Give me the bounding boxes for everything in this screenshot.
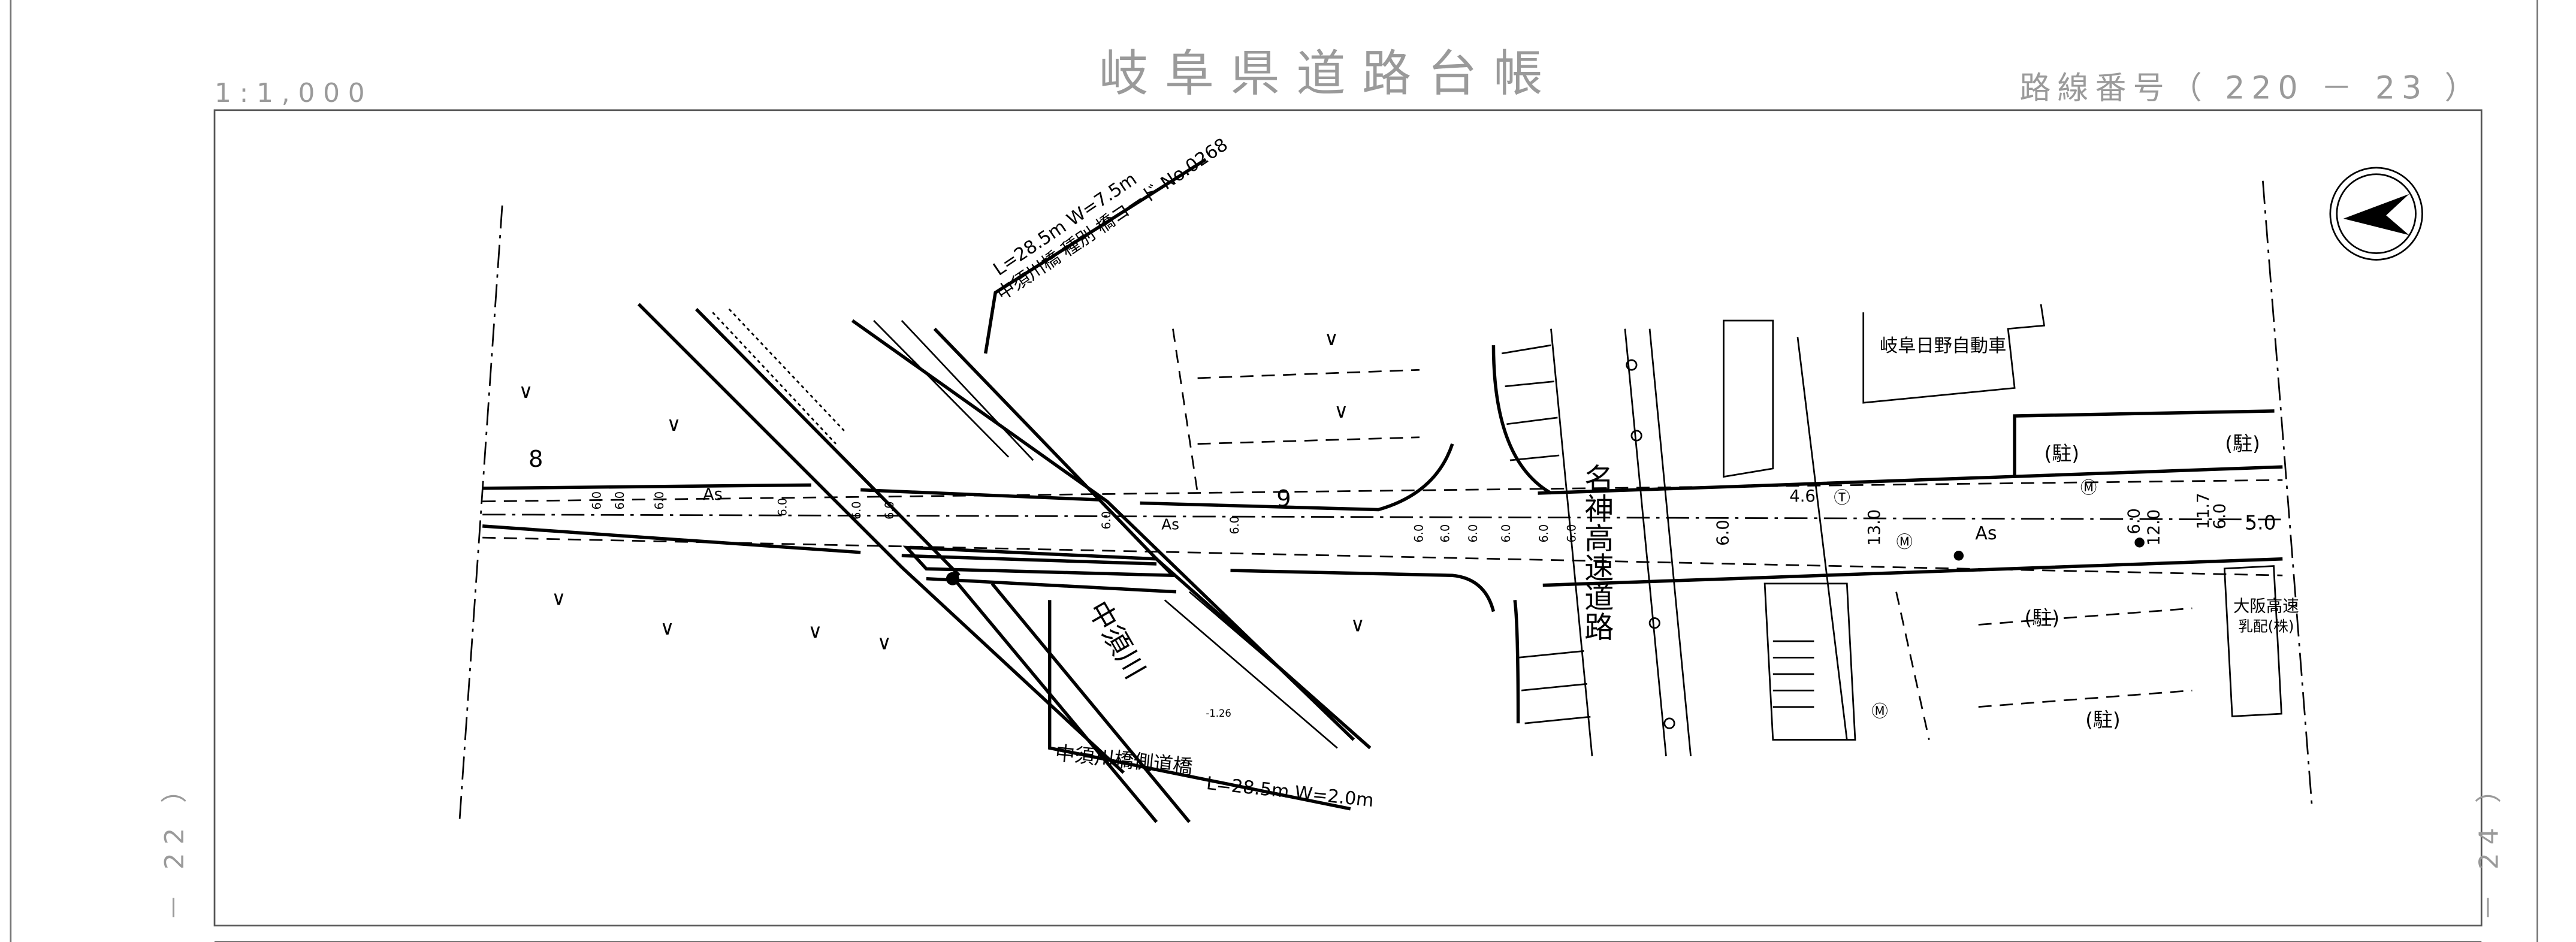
bridge-main: [902, 545, 1177, 594]
width-label: 6.0: [1537, 524, 1551, 543]
page-title: 岐阜県道路台帳: [1099, 46, 1559, 102]
boundary-left: [458, 205, 503, 822]
adjacent-sheet-left: － 22 ）: [159, 769, 190, 921]
main-road: [482, 443, 2283, 612]
pole-icon: [2134, 538, 2145, 548]
width-label: 6.0: [1412, 524, 1426, 543]
svg-text:∨: ∨: [519, 379, 533, 403]
width-label: 6.0: [776, 498, 790, 517]
parking-label: (駐): [2085, 708, 2121, 732]
river-nakasu: [637, 303, 1372, 823]
svg-text:∨: ∨: [1334, 399, 1348, 422]
parcel-lines-north: [1172, 328, 1420, 494]
dim-label: 13.0: [1865, 509, 1884, 546]
dim-label: 6.0: [2125, 508, 2144, 535]
svg-text:∨: ∨: [551, 587, 566, 610]
north-arrow-icon: [2329, 167, 2423, 261]
svg-text:∨: ∨: [1324, 327, 1339, 350]
width-label: 6.0: [1466, 524, 1480, 543]
leader-bridge-side: [1047, 600, 1351, 811]
adjacent-sheet-right: － 24 ）: [2474, 769, 2505, 921]
width-label: 6.0: [1228, 516, 1242, 535]
width-label: 6.0: [613, 491, 627, 510]
leader-bridge-main: [983, 158, 1207, 354]
boundary-right: [2262, 180, 2314, 809]
map-frame: [213, 109, 2483, 926]
dim-label: 12.0: [2145, 509, 2164, 546]
scale-label: 1:1,000: [215, 78, 373, 108]
svg-text:∨: ∨: [808, 619, 822, 642]
building-osaka-label-1: 大阪高速: [2233, 597, 2299, 616]
parcel-parking-1: [2013, 409, 2275, 477]
section-mark: 8: [529, 446, 543, 473]
dim-label: 11.7: [2194, 493, 2213, 529]
width-label: 6.0: [653, 491, 666, 510]
bridge-side-dims: L=28.5m W=2.0m: [1205, 773, 1375, 811]
pavement-label: As: [1161, 515, 1179, 533]
manhole-icon: Ⓜ: [1871, 702, 1888, 721]
manhole-icon: Ⓜ: [1896, 533, 1913, 552]
width-label: 6.0: [1499, 524, 1513, 543]
parking-label: (駐): [2225, 432, 2260, 455]
parking-label: (駐): [2025, 606, 2060, 630]
river-label: 中須川: [1082, 596, 1152, 684]
elevation-label: -1.26: [1206, 708, 1231, 719]
width-label: 6.0: [850, 501, 863, 520]
dim-label: 6.0: [1714, 520, 1733, 546]
sewer-icon: Ⓣ: [1834, 488, 1850, 507]
parking-label: (駐): [2044, 442, 2079, 465]
building-osaka: [2223, 565, 2282, 717]
pavement-label: As: [703, 485, 723, 504]
width-label: 6.0: [1438, 524, 1452, 543]
width-label: 6.0: [1565, 524, 1579, 543]
svg-text:∨: ∨: [666, 412, 681, 436]
dim-label: 6.0: [2210, 503, 2229, 530]
dim-label: 4.6: [1789, 487, 1816, 506]
pavement-label: As: [1975, 523, 1997, 544]
route-number: 路線番号（ 220 － 23 ）: [2019, 71, 2482, 107]
parcel-hino: [1862, 304, 2046, 404]
bridge-main-name: 中須川橋 種別 橋コード No.0268: [993, 134, 1232, 305]
expressway-label: 名神高速道路: [1580, 464, 1614, 641]
field-symbols: ∨ ∨ ∨ ∨ ∨ ∨ ∨ ∨ ∨: [519, 327, 1365, 654]
building-hino-label: 岐阜日野自動車: [1880, 336, 2006, 357]
expressway-meishin: [1491, 328, 1848, 757]
width-label: 6.0: [1100, 511, 1113, 530]
dim-label: 5.0: [2245, 511, 2276, 534]
svg-text:∨: ∨: [660, 616, 675, 639]
svg-text:∨: ∨: [1351, 612, 1365, 636]
pole-icon: [1953, 551, 1964, 561]
width-dimensions: 6.0 6.0 6.0 6.0 6.0 6.0 6.0 6.0 6.0 6.0 …: [590, 491, 1579, 542]
width-label: 6.0: [883, 501, 896, 520]
section-mark: 9: [1276, 485, 1291, 512]
buildings-center: [1723, 319, 1856, 741]
building-osaka-label-2: 乳配(株): [2238, 617, 2294, 635]
svg-text:∨: ∨: [877, 631, 892, 654]
bridge-side-name: 中須川橋側道橋: [1054, 741, 1194, 779]
manhole-icon: Ⓜ: [2080, 479, 2097, 497]
stairs-hatch: [1772, 640, 1814, 708]
width-label: 6.0: [590, 491, 604, 510]
parcel-lines-south: [1895, 591, 2193, 740]
